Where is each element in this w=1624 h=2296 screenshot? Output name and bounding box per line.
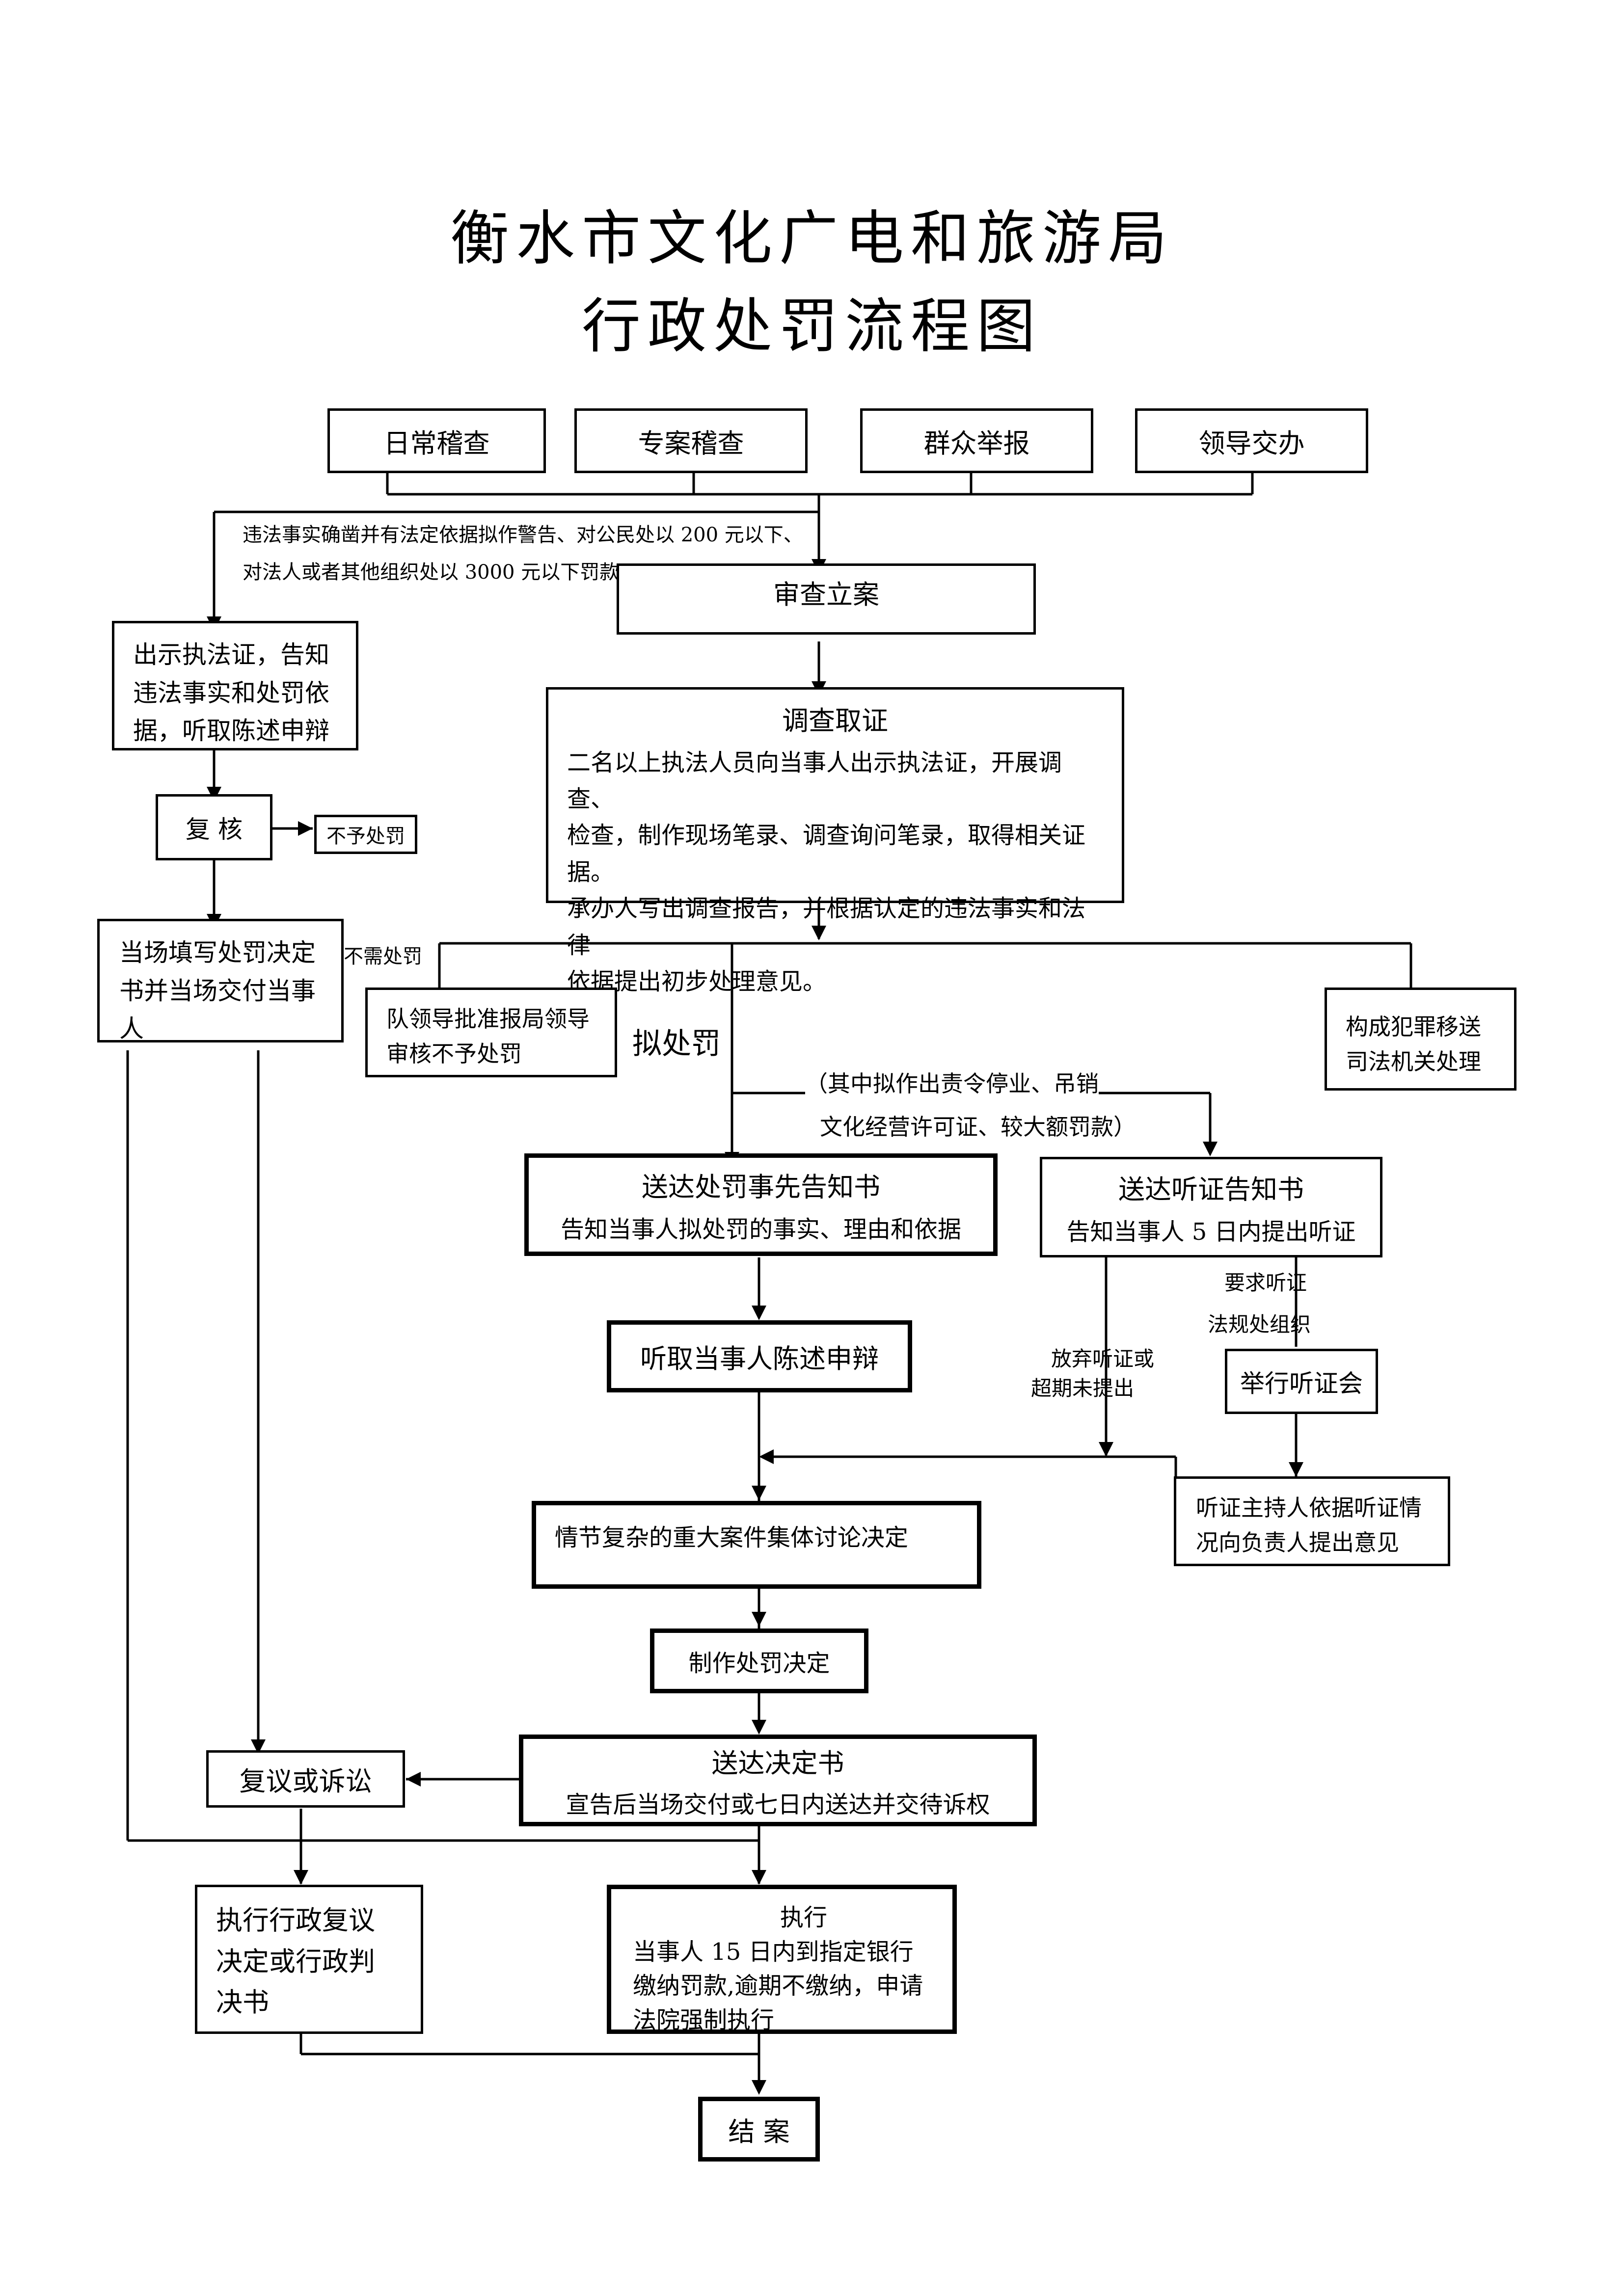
close-label: 结 案 bbox=[728, 2116, 790, 2147]
prior-notice-box: 送达处罚事先告知书 告知当事人拟处罚的事实、理由和依据 bbox=[524, 1153, 998, 1256]
register-case-box: 审查立案 bbox=[617, 563, 1036, 635]
listen-label: 听取当事人陈述申辩 bbox=[640, 1343, 879, 1374]
proposed-penalty-label: 拟处罚 bbox=[632, 1027, 721, 1061]
investigate-title: 调查取证 bbox=[782, 705, 888, 736]
exec-review-line: 执行行政复议 bbox=[216, 1905, 375, 1936]
exec-review-box: 执行行政复议 决定或行政判 决书 bbox=[195, 1885, 423, 2034]
hearing-report-line: 况向负责人提出意见 bbox=[1196, 1529, 1399, 1556]
listen-statement-box: 听取当事人陈述申辩 bbox=[607, 1320, 912, 1392]
team-leader-line: 审核不予处罚 bbox=[386, 1041, 522, 1068]
appeal-label: 复议或诉讼 bbox=[239, 1766, 372, 1797]
execute-line: 法院强制执行 bbox=[633, 2006, 775, 2034]
show-cert-line: 出示执法证，告知 bbox=[133, 641, 329, 669]
make-decision-box: 制作处罚决定 bbox=[650, 1629, 868, 1693]
execute-line: 缴纳罚款,逾期不缴纳，申请 bbox=[633, 1972, 923, 2000]
source-leader-assigned: 领导交办 bbox=[1135, 408, 1368, 473]
investigate-line: 承办人写出调查报告，并根据认定的违法事实和法律 bbox=[567, 895, 1086, 959]
crime-line: 司法机关处理 bbox=[1346, 1048, 1481, 1075]
hold-hearing-box: 举行听证会 bbox=[1225, 1349, 1378, 1414]
no-penalty-box: 不予处罚 bbox=[314, 815, 417, 854]
make-decision-label: 制作处罚决定 bbox=[688, 1650, 830, 1677]
register-label: 审查立案 bbox=[773, 579, 879, 610]
simple-condition-line1: 违法事实确凿并有法定依据拟作警告、对公民处以 200 元以下、 bbox=[243, 524, 803, 546]
waive-line2: 超期未提出 bbox=[1031, 1376, 1135, 1400]
deliver-sub: 宣告后当场交付或七日内送达并交待诉权 bbox=[566, 1791, 990, 1818]
appeal-box: 复议或诉讼 bbox=[206, 1750, 405, 1808]
page-title-line1: 衡水市文化广电和旅游局 bbox=[450, 205, 1174, 273]
team-leader-line: 队领导批准报局领导 bbox=[386, 1006, 590, 1032]
source-label: 日常稽查 bbox=[383, 427, 490, 459]
show-cert-box: 出示执法证，告知 违法事实和处罚依 据，听取陈述申辩 bbox=[112, 621, 358, 750]
exec-review-line: 决书 bbox=[216, 1987, 269, 2018]
deliver-decision-box: 送达决定书 宣告后当场交付或七日内送达并交待诉权 bbox=[519, 1735, 1037, 1826]
simple-condition-line2: 对法人或者其他组织处以 3000 元以下罚款 bbox=[243, 561, 620, 584]
show-cert-line: 违法事实和处罚依 bbox=[133, 678, 329, 707]
source-label: 专案稽查 bbox=[638, 427, 744, 459]
onsite-decision-line: 人 bbox=[119, 1015, 144, 1043]
collective-label: 情节复杂的重大案件集体讨论决定 bbox=[555, 1524, 909, 1551]
team-leader-box: 队领导批准报局领导 审核不予处罚 bbox=[365, 988, 617, 1077]
no-penalty-label: 不予处罚 bbox=[326, 825, 405, 848]
request-hearing-label: 要求听证 bbox=[1224, 1271, 1307, 1295]
page-title-line2: 行政处罚流程图 bbox=[582, 293, 1042, 361]
execute-title: 执行 bbox=[780, 1904, 828, 1931]
onsite-decision-box: 当场填写处罚决定 书并当场交付当事 人 bbox=[97, 919, 344, 1043]
source-label: 领导交办 bbox=[1198, 427, 1305, 459]
organize-label: 法规处组织 bbox=[1208, 1312, 1311, 1336]
investigate-line: 二名以上执法人员向当事人出示执法证，开展调查、 bbox=[567, 748, 1062, 813]
hearing-notice-box: 送达听证告知书 告知当事人 5 日内提出听证 bbox=[1040, 1157, 1382, 1257]
deliver-title: 送达决定书 bbox=[711, 1748, 844, 1779]
source-routine-inspection: 日常稽查 bbox=[327, 408, 546, 473]
source-public-report: 群众举报 bbox=[860, 408, 1093, 473]
source-special-inspection: 专案稽查 bbox=[574, 408, 808, 473]
hearing-notice-title: 送达听证告知书 bbox=[1118, 1174, 1304, 1205]
execute-line: 当事人 15 日内到指定银行 bbox=[633, 1938, 914, 1966]
review-box: 复 核 bbox=[156, 794, 272, 860]
hearing-condition-line1: （其中拟作出责令停业、吊销 bbox=[805, 1066, 1099, 1098]
hearing-report-line: 听证主持人依据听证情 bbox=[1196, 1495, 1422, 1521]
execute-box: 执行 当事人 15 日内到指定银行 缴纳罚款,逾期不缴纳，申请 法院强制执行 bbox=[607, 1885, 957, 2034]
close-case-box: 结 案 bbox=[698, 2097, 820, 2162]
source-label: 群众举报 bbox=[923, 427, 1030, 459]
onsite-decision-line: 当场填写处罚决定 bbox=[119, 938, 316, 967]
review-label: 复 核 bbox=[186, 815, 243, 844]
prior-notice-title: 送达处罚事先告知书 bbox=[642, 1172, 880, 1202]
investigate-box: 调查取证 二名以上执法人员向当事人出示执法证，开展调查、 检查，制作现场笔录、调… bbox=[546, 687, 1124, 995]
collective-discussion-box: 情节复杂的重大案件集体讨论决定 bbox=[532, 1501, 981, 1589]
onsite-decision-line: 书并当场交付当事 bbox=[119, 976, 316, 1005]
waive-line1: 放弃听证或 bbox=[1051, 1347, 1155, 1371]
hearing-notice-sub: 告知当事人 5 日内提出听证 bbox=[1066, 1218, 1356, 1246]
prior-notice-sub: 告知当事人拟处罚的事实、理由和依据 bbox=[560, 1216, 961, 1243]
investigate-line: 依据提出初步处理意见。 bbox=[567, 968, 827, 996]
show-cert-line: 据，听取陈述申辩 bbox=[133, 717, 329, 745]
crime-transfer-box: 构成犯罪移送 司法机关处理 bbox=[1325, 988, 1516, 1091]
exec-review-line: 决定或行政判 bbox=[216, 1946, 375, 1977]
hold-hearing-label: 举行听证会 bbox=[1240, 1369, 1363, 1398]
hearing-condition-line2: 文化经营许可证、较大额罚款） bbox=[820, 1114, 1136, 1140]
crime-line: 构成犯罪移送 bbox=[1346, 1014, 1481, 1040]
no-need-penalty-label: 不需处罚 bbox=[344, 945, 422, 968]
investigate-line: 检查，制作现场笔录、调查询问笔录，取得相关证据。 bbox=[567, 822, 1086, 886]
hearing-report-box: 听证主持人依据听证情 况向负责人提出意见 bbox=[1174, 1476, 1450, 1566]
